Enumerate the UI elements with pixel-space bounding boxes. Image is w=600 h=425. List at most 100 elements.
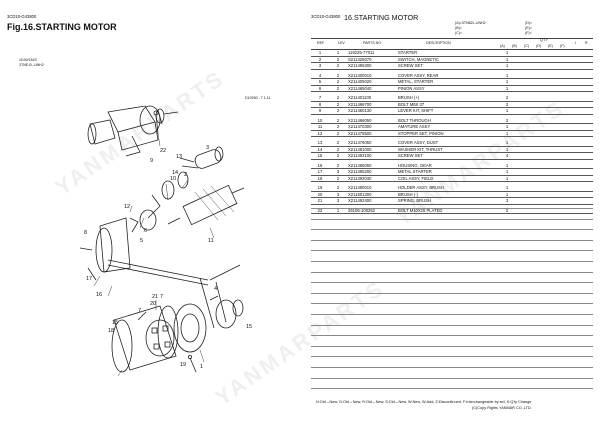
row-i bbox=[573, 56, 583, 63]
row-qty-d bbox=[537, 191, 549, 198]
callout-13: 13 bbox=[176, 154, 182, 160]
row-qty-f bbox=[561, 62, 573, 70]
row-qty-f bbox=[561, 78, 573, 86]
row-description: COIL ASSY, FIELD bbox=[397, 175, 501, 182]
row-lev: 2 bbox=[329, 140, 347, 147]
row-qty-a: 1 bbox=[501, 130, 513, 137]
row-qty-d bbox=[537, 72, 549, 79]
header-description: DESCRIPTION bbox=[426, 41, 451, 45]
row-qty-a: 1 bbox=[501, 175, 513, 182]
row-qty-c bbox=[525, 185, 537, 192]
row-qty-e bbox=[549, 207, 561, 214]
empty-row-line bbox=[311, 208, 593, 209]
row-parts-no: X211475500 bbox=[347, 130, 397, 137]
model-c: (C)= bbox=[455, 31, 463, 35]
model-f: (F)= bbox=[525, 31, 532, 35]
row-r bbox=[583, 50, 593, 57]
row-description: HOLDER ASSY, BRUSH bbox=[397, 185, 501, 192]
row-i bbox=[573, 162, 583, 169]
row-qty-c bbox=[525, 168, 537, 176]
callout-20: 20 bbox=[150, 301, 156, 307]
row-qty-e bbox=[549, 107, 561, 115]
row-qty-c bbox=[525, 162, 537, 169]
row-i bbox=[573, 123, 583, 131]
row-qty-c bbox=[525, 123, 537, 131]
row-r bbox=[583, 197, 593, 205]
callout-10: 10 bbox=[170, 176, 176, 182]
callout-16: 16 bbox=[96, 292, 102, 298]
exploded-diagram: 22 9 13 14 2 3 12 10 11 8 6 5 17 16 4 21… bbox=[79, 105, 252, 377]
row-qty-e bbox=[549, 185, 561, 192]
magnetic-switch-drawing bbox=[179, 146, 224, 169]
row-parts-no: X211496700 bbox=[347, 101, 397, 108]
row-qty-e bbox=[549, 72, 561, 79]
row-ref: 12 bbox=[311, 130, 329, 137]
row-qty-a: 1 bbox=[501, 56, 513, 63]
left-page-title: Fig.16.STARTING MOTOR bbox=[7, 22, 117, 32]
callout-6: 6 bbox=[144, 228, 147, 234]
row-qty-a: 1 bbox=[501, 191, 513, 198]
callout-7: 7 bbox=[160, 294, 163, 300]
row-qty-d bbox=[537, 117, 549, 124]
empty-row-line bbox=[311, 324, 593, 326]
row-qty-b bbox=[513, 62, 525, 70]
row-qty-e bbox=[549, 140, 561, 147]
row-qty-b bbox=[513, 130, 525, 137]
row-qty-d bbox=[537, 197, 549, 205]
row-qty-f bbox=[561, 197, 573, 205]
row-parts-no: X211492040 bbox=[347, 175, 397, 182]
row-description: LEVER KIT, SHIFT bbox=[397, 107, 501, 115]
starter-assembly-drawing bbox=[87, 105, 179, 157]
row-qty-e bbox=[549, 123, 561, 131]
row-qty-b bbox=[513, 146, 525, 153]
row-ref: 4 bbox=[311, 72, 329, 79]
callout-5: 5 bbox=[140, 238, 143, 244]
row-qty-a: 2 bbox=[501, 101, 513, 108]
row-qty-b bbox=[513, 123, 525, 131]
row-qty-c bbox=[525, 72, 537, 79]
row-parts-no: X211470300 bbox=[347, 123, 397, 131]
row-qty-d bbox=[537, 50, 549, 57]
row-qty-c bbox=[525, 175, 537, 182]
diagram-ref: D19250 - 7 1.11 bbox=[245, 96, 271, 100]
row-ref: 14 bbox=[311, 146, 329, 153]
row-i bbox=[573, 130, 583, 137]
row-description: BOLT M6X 37 bbox=[397, 101, 501, 108]
row-qty-d bbox=[537, 130, 549, 137]
row-qty-d bbox=[537, 175, 549, 182]
row-description: SCREW SET bbox=[397, 152, 501, 160]
row-lev: 2 bbox=[329, 78, 347, 86]
row-description: BOLT M10X25 PLATED bbox=[397, 207, 501, 214]
callout-15: 15 bbox=[112, 320, 118, 326]
row-qty-d bbox=[537, 168, 549, 176]
row-qty-f bbox=[561, 117, 573, 124]
row-lev: 1 bbox=[329, 207, 347, 214]
row-qty-c bbox=[525, 197, 537, 205]
row-qty-c bbox=[525, 107, 537, 115]
header-lev: LEV bbox=[338, 41, 345, 45]
callout-8: 8 bbox=[84, 230, 87, 236]
row-i bbox=[573, 140, 583, 147]
row-r bbox=[583, 107, 593, 115]
callout-4: 4 bbox=[214, 286, 217, 292]
header-col-d: (D) bbox=[536, 44, 541, 48]
empty-row-line bbox=[311, 377, 593, 379]
row-lev: 2 bbox=[329, 152, 347, 160]
row-i bbox=[573, 50, 583, 57]
row-ref: 1 bbox=[311, 50, 329, 57]
empty-row-line bbox=[311, 250, 593, 252]
row-lev: 2 bbox=[329, 185, 347, 192]
row-qty-f bbox=[561, 175, 573, 182]
row-i bbox=[573, 197, 583, 205]
empty-row-line bbox=[311, 271, 593, 273]
row-qty-d bbox=[537, 185, 549, 192]
row-qty-f bbox=[561, 101, 573, 108]
